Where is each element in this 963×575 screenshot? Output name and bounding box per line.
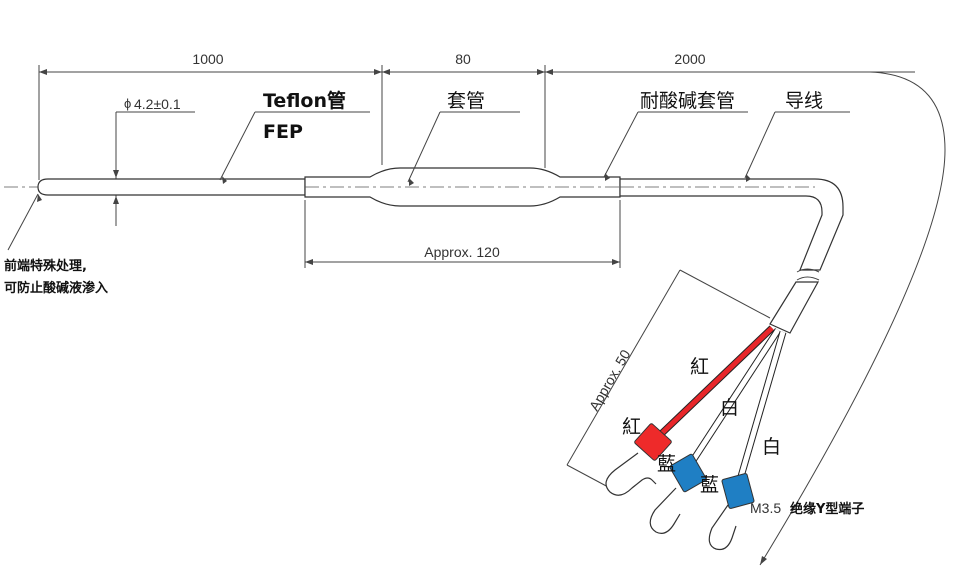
label-teflon: Teflon管 xyxy=(263,89,346,112)
probe-body xyxy=(4,167,844,334)
wire-label-red-1: 紅 xyxy=(690,356,709,378)
red-terminal xyxy=(605,423,672,496)
dim-sleeve-approx: Approx. 120 xyxy=(424,244,500,260)
terminal-size: M3.5 xyxy=(750,500,781,516)
tip-note-line1: 前端特殊处理, xyxy=(4,258,87,274)
wire-label-red-2: 紅 xyxy=(622,416,641,438)
diameter-callout xyxy=(113,111,195,226)
dimension-lines xyxy=(38,65,946,566)
wire-fanout xyxy=(657,325,787,481)
label-sleeve: 套管 xyxy=(447,90,485,112)
label-fep: FEP xyxy=(263,121,303,143)
diameter-symbol: ϕ xyxy=(124,96,131,111)
label-acid-sleeve: 耐酸碱套管 xyxy=(640,90,735,112)
fork-approx-dimension xyxy=(566,269,771,489)
wire-label-white-1: 白 xyxy=(720,397,739,419)
label-lead-wire: 导线 xyxy=(785,90,823,112)
dim-fork-approx: Approx. 50 xyxy=(586,347,634,414)
wire-label-white-2: 白 xyxy=(762,436,781,458)
dim-sleeve-length: 80 xyxy=(455,51,471,67)
blue-terminal-2 xyxy=(708,473,755,551)
blue-terminal-1 xyxy=(649,453,707,534)
dim-diameter: 4.2±0.1 xyxy=(134,96,181,112)
sleeve-approx-dimension xyxy=(304,200,621,268)
dim-probe-length: 1000 xyxy=(192,51,223,67)
wire-label-blue-1: 藍 xyxy=(657,453,676,475)
wire-label-blue-2: 藍 xyxy=(700,474,719,496)
tip-note-line2: 可防止酸碱液渗入 xyxy=(4,280,108,296)
leader-lines xyxy=(7,111,850,251)
dim-lead-length: 2000 xyxy=(674,51,705,67)
terminal-label: 绝缘Y型端子 xyxy=(790,501,864,517)
